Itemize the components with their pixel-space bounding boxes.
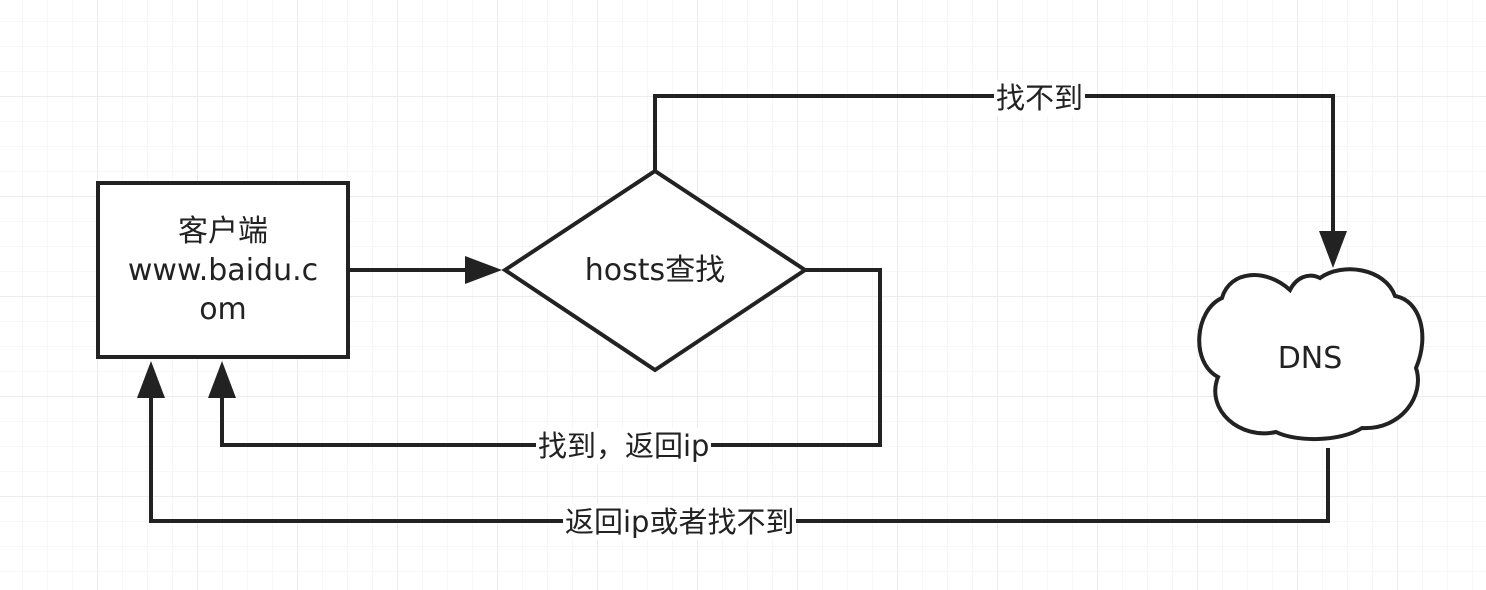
client-label-line2: www.baidu.c [127,253,319,288]
edge-not-found-line [653,94,1335,236]
edge-dns-return-line [149,395,1330,523]
edge-not-found-arrowhead [1319,231,1347,268]
hosts-node-label: hosts查找 [584,253,726,288]
edge-not-found-label: 找不到 [994,80,1086,116]
client-node-box[interactable] [96,181,350,359]
edge-dns-return-arrowhead [137,361,165,398]
client-label-line1: 客户端 [178,214,268,249]
dns-cloud-shape[interactable] [1197,267,1425,441]
edge-client-to-hosts-arrowhead [465,256,502,284]
edge-found-line [220,268,882,447]
edge-found-arrowhead [208,361,236,398]
edge-dns-return-label: 返回ip或者找不到 [563,504,797,540]
client-label-line3: om [199,292,247,327]
client-node-label: 客户端 www.baidu.c om [100,212,346,329]
dns-node-label: DNS [1277,341,1343,376]
edge-found-label: 找到，返回ip [536,428,712,464]
